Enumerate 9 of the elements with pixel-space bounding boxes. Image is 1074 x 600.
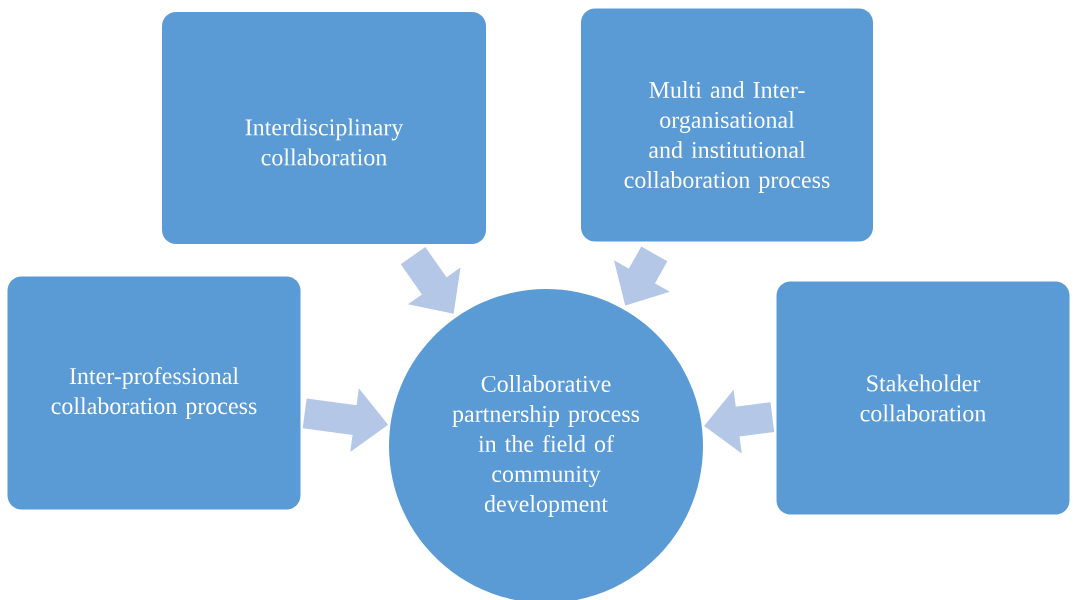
node-label: Interdisciplinary collaboration (245, 118, 404, 166)
node-label: Stakeholder collaboration (860, 374, 986, 422)
process-box (162, 12, 486, 244)
node-label: Multi and Inter-organisational and institutional collaboration process (624, 81, 830, 193)
process-box (776, 281, 1070, 515)
process-box (581, 8, 873, 242)
process-box (7, 276, 301, 510)
node-label: Collaborative partnership process in the field of community development (452, 375, 640, 517)
node-label: Inter-professional collaboration process (51, 367, 257, 419)
